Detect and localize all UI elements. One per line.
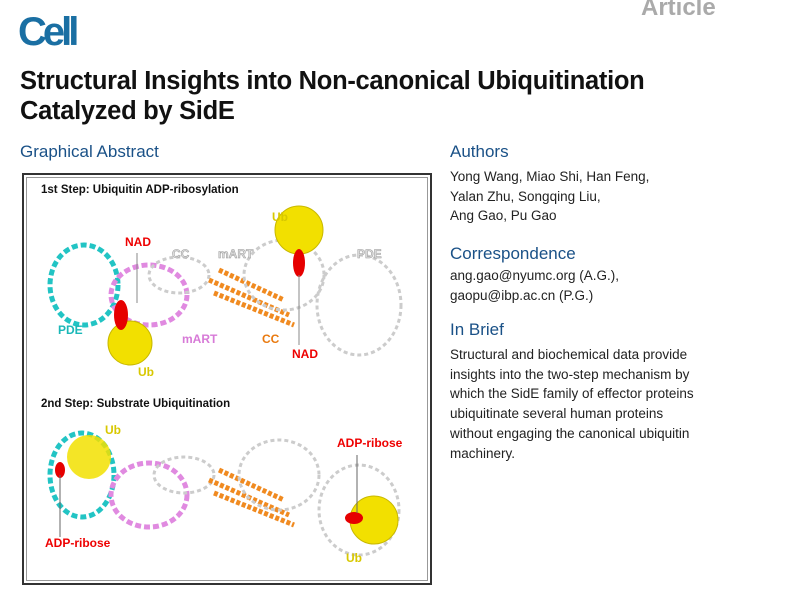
adp-ribose-label: ADP-ribose [45,536,111,550]
in-brief-line: insights into the two-step mechanism by [450,366,690,382]
in-brief-line: machinery. [450,445,516,461]
ub-label: Ub [272,210,288,224]
graphical-abstract-heading: Graphical Abstract [20,142,159,161]
article-type: Article [641,0,716,21]
step1-label: 1st Step: Ubiquitin ADP-ribosylation [41,184,239,196]
ub-label: Ub [346,551,362,565]
graphical-abstract-figure: 1st Step: Ubiquitin ADP-ribosylation NAD… [22,173,432,585]
protein-structures-illustration [47,205,403,557]
in-brief-line: which the SidE family of effector protei… [450,386,694,402]
step2-label: 2nd Step: Substrate Ubiquitination [41,398,231,410]
cc-label: CC [172,247,190,262]
pde-label: PDE [357,247,382,262]
ub-label: Ub [138,365,154,379]
email-link[interactable]: gaopu@ibp.ac.cn (P.G.) [450,287,594,303]
authors-heading: Authors [450,142,509,161]
authors-list: Yong Wang, Miao Shi, Han Feng, Yalan Zhu… [450,167,649,226]
email-link[interactable]: ang.gao@nyumc.org (A.G.), [450,268,620,283]
nad-label: NAD [125,235,151,249]
in-brief-text: Structural and biochemical data provide … [450,345,694,463]
cc-label: CC [262,332,280,346]
in-brief-heading: In Brief [450,320,504,339]
authors-line: Yong Wang, Miao Shi, Han Feng, [450,169,650,184]
authors-line: Ang Gao, Pu Gao [450,208,557,224]
mart-label: mART [182,332,218,346]
mart-label: mART [218,247,254,262]
correspondence-list: ang.gao@nyumc.org (A.G.), gaopu@ibp.ac.c… [450,266,619,305]
step2-structure [47,430,401,557]
in-brief-line: ubiquitinate several human proteins [450,406,664,422]
paper-title: Structural Insights into Non-canonical U… [20,67,645,125]
pde-label: PDE [58,323,83,337]
adp-ribose-label: ADP-ribose [337,436,403,450]
correspondence-heading: Correspondence [450,244,576,263]
journal-logo: Cell [18,10,79,54]
step1-structure [47,205,403,366]
ub-label: Ub [105,423,121,437]
in-brief-line: Structural and biochemical data provide [450,347,688,362]
in-brief-line: without engaging the canonical ubiquitin [450,425,690,441]
authors-line: Yalan Zhu, Songqing Liu, [450,188,601,204]
nad-label: NAD [292,347,318,361]
